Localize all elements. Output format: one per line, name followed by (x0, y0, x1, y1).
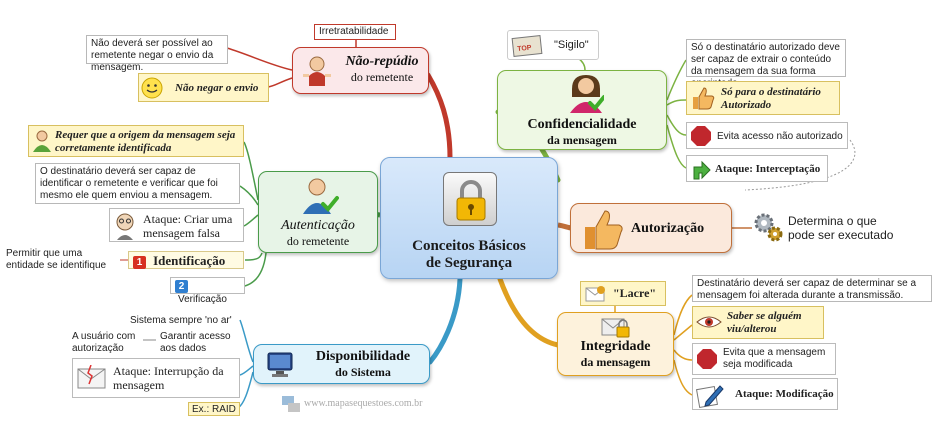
branch-disponibilidade (427, 276, 463, 365)
integridade-item2[interactable]: Evita que a mensagem seja modificada (692, 343, 836, 375)
broken-mail-icon (77, 365, 106, 389)
confidencialidade-attack-label: Ataque: Interceptação (715, 163, 821, 175)
disponibilidade-attack[interactable]: Ataque: Interrupção da mensagem (72, 358, 240, 398)
user-check-icon (303, 178, 339, 214)
confidencialidade-tag-label: "Sigilo" (554, 39, 589, 51)
nao-repudio-item-label: Não negar o envio (175, 82, 259, 94)
disponibilidade-note3: Garantir acesso aos dados (160, 331, 231, 354)
svg-text:TOP: TOP (517, 45, 532, 53)
autenticacao-attack[interactable]: Ataque: Criar uma mensagem falsa (109, 208, 244, 242)
confidencialidade-attack[interactable]: Ataque: Interceptação (686, 155, 828, 182)
integridade-title: Integridade (580, 339, 651, 354)
autenticacao-requirement[interactable]: Requer que a origem da mensagem seja cor… (28, 125, 244, 157)
watermark-text: www.mapasequestoes.com.br (304, 398, 423, 409)
autenticacao-step1[interactable]: 1 Identificação (128, 251, 244, 269)
nao-repudio-tag: Irretratabilidade (314, 24, 396, 40)
autenticacao-step2-label: Verificação (178, 294, 227, 306)
nao-repudio-subtitle: do remetente (350, 70, 414, 84)
topic-autenticacao[interactable]: Autenticação do remetente (258, 171, 378, 253)
server-icon (267, 352, 293, 377)
topic-nao-repudio[interactable]: Não-repúdio do remetente (292, 47, 429, 94)
integridade-attack-label: Ataque: Modificação (735, 388, 834, 400)
nao-repudio-title: Não-repúdio (345, 54, 419, 69)
branch-integridade (497, 276, 561, 348)
confidencialidade-title: Confidencialidade (527, 117, 637, 132)
central-title-line1: Conceitos Básicos (412, 238, 526, 254)
autorizacao-title: Autorização (631, 221, 705, 236)
autenticacao-requirement-label: Requer que a origem da mensagem seja cor… (55, 129, 236, 154)
confidencialidade-item1-label: Só para o destinatário Autorizado (721, 86, 821, 111)
smiley-icon (141, 77, 163, 99)
locked-envelope-icon (601, 318, 630, 338)
disponibilidade-subtitle: do Sistema (335, 365, 391, 379)
disponibilidade-example: Ex.: RAID (188, 402, 240, 416)
topic-integridade[interactable]: Integridade da mensagem (557, 312, 674, 376)
disponibilidade-note1: Sistema sempre 'no ar' (130, 315, 232, 326)
number-2-icon: 2 (175, 280, 188, 293)
topic-confidencialidade[interactable]: Confidencialidade da mensagem (497, 70, 667, 150)
branch-nao-repudio (425, 72, 453, 161)
person-icon (33, 130, 51, 152)
thumbs-up-large-icon (585, 210, 623, 250)
integridade-item1-label: Saber se alguém viu/alterou (727, 310, 802, 335)
watermark-logo-icon (282, 396, 302, 414)
nao-repudio-item[interactable]: Não negar o envio (138, 73, 269, 102)
central-title-line2: de Segurança (425, 255, 513, 271)
topic-autorizacao[interactable]: Autorização (570, 203, 732, 253)
disponibilidade-note2: A usuário com autorização (72, 331, 136, 354)
autenticacao-subtitle: do remetente (286, 234, 350, 248)
autenticacao-title: Autenticação (281, 218, 355, 233)
eye-icon (696, 316, 722, 328)
integridade-item1[interactable]: Saber se alguém viu/alterou (692, 306, 824, 339)
hacker-icon (116, 213, 134, 240)
integridade-note: Destinatário deverá ser capaz de determi… (692, 275, 932, 302)
autenticacao-step1-label: Identificação (153, 253, 226, 268)
confidencialidade-tag: TOP "Sigilo" (507, 30, 599, 60)
central-topic[interactable]: Conceitos Básicos de Segurança (380, 157, 558, 279)
disponibilidade-attack-label: Ataque: Interrupção da mensagem (113, 364, 224, 392)
autorizacao-note: Determina o que pode ser executado (788, 214, 894, 242)
woman-check-icon (570, 75, 604, 113)
confidencialidade-note: Só o destinatário autorizado deve ser ca… (686, 39, 846, 89)
topic-disponibilidade[interactable]: Disponibilidade do Sistema (253, 344, 430, 384)
padlock-icon (443, 172, 497, 226)
autenticacao-attack-label: Ataque: Criar uma mensagem falsa (143, 212, 233, 240)
integridade-attack[interactable]: Ataque: Modificação (692, 378, 838, 410)
nao-repudio-note: Não deverá ser possível ao remetente neg… (86, 35, 228, 73)
integridade-tag-label: "Lacre" (613, 286, 657, 300)
thumbs-up-icon (693, 87, 715, 110)
autenticacao-note: O destinatário deverá ser capaz de ident… (35, 163, 240, 204)
disponibilidade-title: Disponibilidade (315, 349, 411, 364)
confidencialidade-item2-label: Evita acesso não autorizado (717, 131, 843, 142)
autenticacao-step1-note: Permitir que uma entidade se identifique (6, 248, 107, 271)
integridade-tag: "Lacre" (580, 281, 666, 306)
confidencialidade-subtitle: da mensagem (547, 133, 617, 147)
confidencialidade-item2[interactable]: Evita acesso não autorizado (686, 122, 848, 149)
seal-envelope-icon (585, 286, 605, 302)
number-1-icon: 1 (133, 255, 146, 269)
secret-document-icon: TOP (511, 35, 543, 57)
pen-document-icon (696, 385, 724, 408)
autenticacao-step2[interactable]: 2 Verificação (170, 277, 245, 305)
stop-hand-icon (691, 126, 711, 146)
intercept-arrow-icon (693, 160, 711, 180)
angry-man-icon (303, 56, 331, 86)
integridade-item2-label: Evita que a mensagem seja modificada (723, 347, 826, 370)
stop-hand-icon (697, 349, 717, 369)
confidencialidade-item1[interactable]: Só para o destinatário Autorizado (686, 81, 840, 115)
gears-icon (754, 213, 783, 242)
integridade-subtitle: da mensagem (580, 355, 651, 369)
